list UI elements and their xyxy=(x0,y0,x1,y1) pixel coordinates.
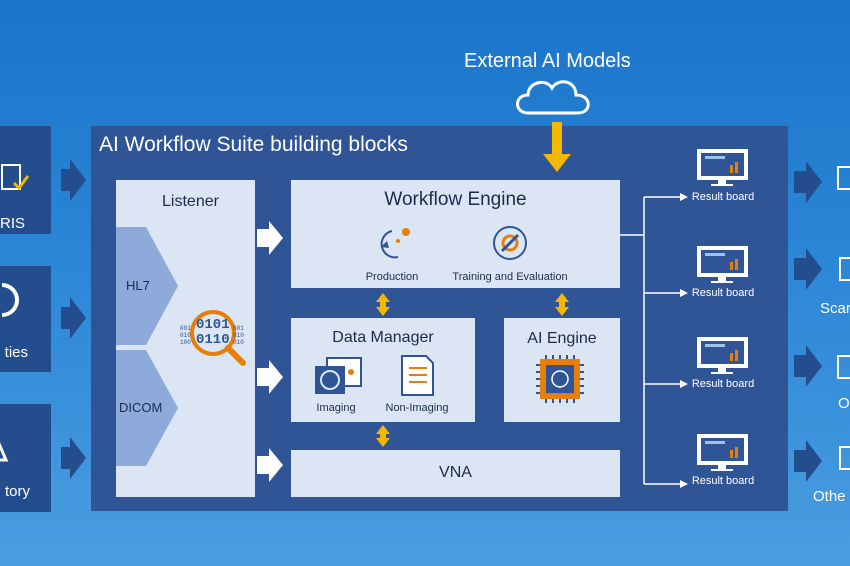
ai-chip-icon xyxy=(536,355,584,403)
non-imaging-icon xyxy=(401,355,434,396)
ai-engine-title: AI Engine xyxy=(527,330,597,347)
monitor-icon-4 xyxy=(697,434,748,471)
arrow-workflow-ai-engine xyxy=(555,293,569,316)
source-box-history xyxy=(0,404,51,512)
external-ai-title: External AI Models xyxy=(464,50,631,72)
svg-text:001: 001 xyxy=(233,325,244,332)
target-label-scanner: Scar xyxy=(820,300,850,317)
hl7-label: HL7 xyxy=(126,278,150,293)
training-label: Training and Evaluation xyxy=(452,271,568,283)
cloud-icon xyxy=(516,80,590,115)
listener-title: Listener xyxy=(162,193,219,210)
output-arrow-1 xyxy=(794,161,822,203)
monitor-icon-3 xyxy=(697,337,748,374)
svg-text:001: 001 xyxy=(180,325,191,332)
svg-text:010: 010 xyxy=(233,339,244,346)
input-arrow-history xyxy=(61,437,86,479)
production-label: Production xyxy=(365,271,419,283)
input-arrow-modalities xyxy=(61,297,86,339)
source-label-history: tory xyxy=(4,483,30,500)
non-imaging-label: Non-Imaging xyxy=(385,402,449,414)
output-arrow-2 xyxy=(794,248,822,290)
result-connectors xyxy=(620,196,682,485)
output-arrows xyxy=(794,161,822,482)
dicom-chevron xyxy=(116,350,178,466)
listener-output-arrows xyxy=(257,221,283,482)
monitor-icon-1 xyxy=(697,149,748,186)
vna-title: VNA xyxy=(439,464,472,481)
result-connector-arrowheads xyxy=(680,193,688,488)
target-label-other: Othe xyxy=(813,488,846,505)
source-box-modalities xyxy=(0,266,51,372)
arrow-to-vna xyxy=(257,448,283,482)
arrow-data-manager-vna xyxy=(376,425,390,447)
arrow-to-workflow xyxy=(257,221,283,255)
result-board-label-1: Result board xyxy=(691,191,755,203)
dicom-label: DICOM xyxy=(119,400,163,415)
result-board-label-3: Result board xyxy=(691,378,755,390)
target-label-o: O xyxy=(838,395,850,412)
target-icon-4 xyxy=(839,446,850,470)
arrow-workflow-data-manager xyxy=(376,293,390,316)
source-label-modalities: ties xyxy=(4,344,28,361)
svg-text:010: 010 xyxy=(233,332,244,339)
svg-text:010: 010 xyxy=(180,332,191,339)
data-manager-title: Data Manager xyxy=(332,329,434,346)
magnifier-icon: 001 010 100 001 010 010 xyxy=(180,310,246,366)
target-icon-2 xyxy=(839,257,850,281)
binary-line-1: 0101 xyxy=(196,317,230,333)
listener-chevrons xyxy=(116,227,178,466)
svg-text:100: 100 xyxy=(180,339,191,346)
result-board-label-2: Result board xyxy=(691,287,755,299)
target-icon-3 xyxy=(837,355,850,379)
bidirectional-arrows xyxy=(376,293,569,447)
input-arrows xyxy=(61,159,86,479)
binary-line-2: 0110 xyxy=(196,332,230,348)
result-board-label-4: Result board xyxy=(691,475,755,487)
ris-icon xyxy=(1,164,30,191)
external-ai-arrow xyxy=(543,122,571,172)
target-icons xyxy=(837,166,850,470)
monitor-icon-2 xyxy=(697,246,748,283)
production-icon xyxy=(380,228,410,259)
output-arrow-4 xyxy=(794,440,822,482)
input-arrow-ris xyxy=(61,159,86,201)
training-icon xyxy=(493,226,527,260)
vna-box xyxy=(291,450,620,497)
hl7-chevron xyxy=(116,227,178,345)
target-icon-1 xyxy=(837,166,850,190)
arrow-to-data-manager xyxy=(257,360,283,394)
monitor-icons xyxy=(697,149,748,471)
imaging-icon xyxy=(315,357,362,394)
history-icon xyxy=(0,442,9,462)
workflow-engine-box xyxy=(291,180,620,288)
modality-icon xyxy=(1,283,19,317)
source-label-ris: RIS xyxy=(0,215,26,232)
imaging-label: Imaging xyxy=(316,402,356,414)
output-arrow-3 xyxy=(794,345,822,387)
workflow-engine-title: Workflow Engine xyxy=(384,189,527,210)
panel-title: AI Workflow Suite building blocks xyxy=(99,133,408,156)
